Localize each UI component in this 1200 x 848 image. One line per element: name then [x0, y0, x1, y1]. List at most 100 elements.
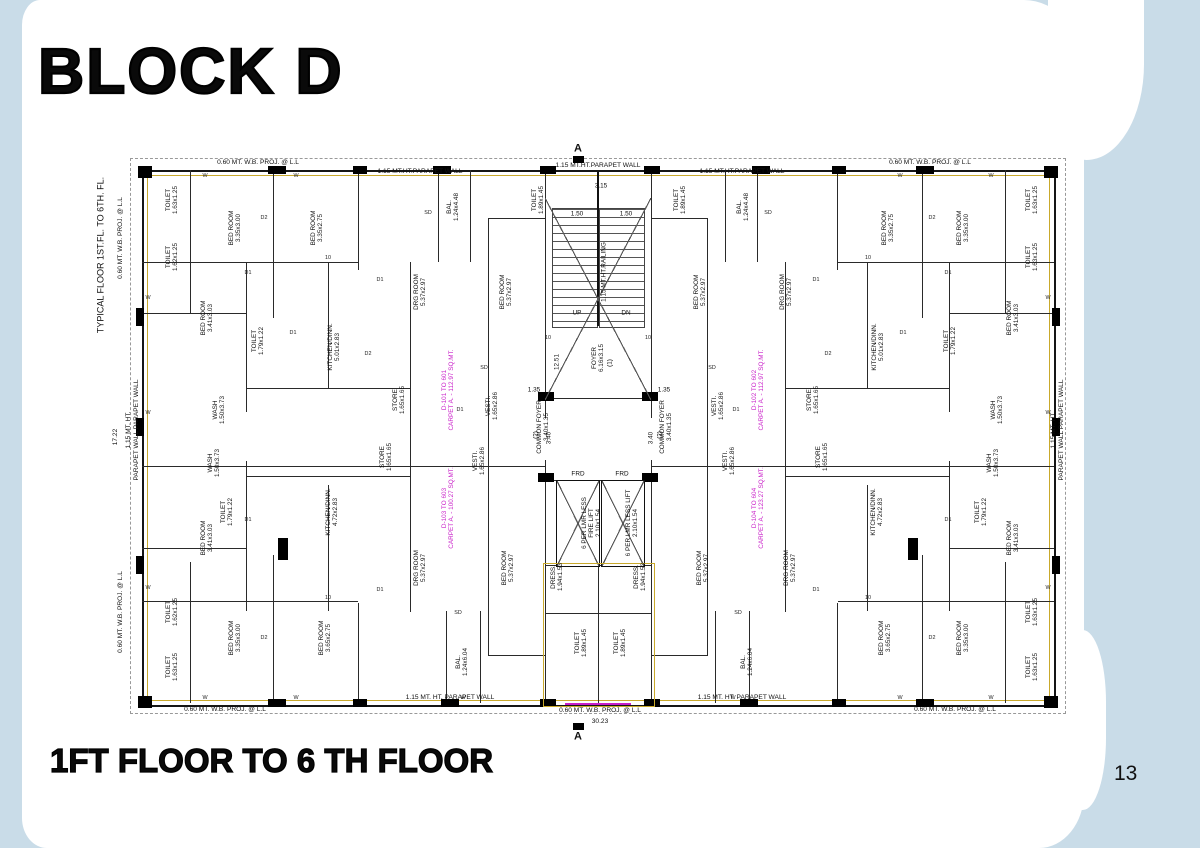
wall-segment — [749, 611, 750, 703]
wall-pier — [433, 166, 451, 174]
window-tag: W — [897, 695, 903, 701]
wall-segment — [651, 655, 708, 656]
window-tag: W — [897, 173, 903, 179]
window-tag: W — [1045, 585, 1051, 591]
wall-segment — [786, 388, 950, 389]
fire-lift-shaft — [556, 480, 600, 567]
window-tag: W — [1045, 295, 1051, 301]
wall-segment — [707, 218, 708, 655]
wall-pier — [136, 418, 144, 436]
dimension-boundary — [130, 158, 1066, 714]
wall-segment — [545, 480, 546, 703]
dim-label: 0.60 MT. W.B. PROJ. @ L.L — [117, 197, 125, 279]
window-tag: W — [988, 695, 994, 701]
door-tag: D1 — [244, 517, 252, 523]
wall-segment — [949, 461, 950, 611]
wall-pier — [136, 308, 144, 326]
door-tag: D1 — [944, 270, 952, 276]
door-tag: D1 — [812, 587, 820, 593]
door-tag: D2 — [364, 351, 372, 357]
overall-width-dim: 30.23 — [591, 718, 609, 726]
wall-segment — [246, 461, 247, 611]
wall-segment — [446, 611, 447, 703]
wall-segment — [651, 170, 652, 398]
dim-tag: 10 — [645, 335, 651, 341]
wall-pier — [1052, 556, 1060, 574]
dim-label: 1.35 — [657, 386, 671, 394]
wall-pier — [752, 166, 770, 174]
wall-pier — [832, 166, 846, 174]
wall-segment — [949, 262, 950, 412]
window-tag: W — [293, 173, 299, 179]
wall-pier — [644, 166, 660, 174]
paper-texture — [1048, 0, 1144, 160]
dim-label: 0.60 MT. W.B. PROJ. @ L.L — [559, 707, 641, 715]
door-tag: D2 — [928, 635, 936, 641]
dim-label: 3.15 — [594, 182, 608, 190]
wall-segment — [488, 655, 545, 656]
wall-segment — [273, 555, 274, 703]
walls-layer — [128, 158, 1068, 718]
door-tag: D1 — [732, 407, 740, 413]
wall-segment — [545, 398, 546, 418]
wall-segment — [725, 170, 726, 262]
wall-segment — [786, 476, 950, 477]
wall-segment — [867, 262, 868, 388]
wall-segment — [438, 170, 439, 262]
dim-tag: 10 — [865, 255, 871, 261]
wall-segment — [838, 601, 1054, 602]
wall-segment — [142, 601, 358, 602]
stair-direction-label: DN — [621, 309, 631, 317]
door-tag: D2 — [260, 215, 268, 221]
wall-segment — [410, 262, 411, 612]
wall-segment — [922, 170, 923, 318]
dim-label: 0.60 MT. W.B. PROJ. @ L.L — [914, 706, 996, 714]
wall-segment — [488, 218, 545, 219]
wall-pier — [268, 166, 286, 174]
door-tag: D1 — [289, 330, 297, 336]
door-tag: D1 — [376, 277, 384, 283]
wall-pier — [908, 538, 918, 560]
wall-segment — [837, 603, 838, 703]
door-tag: D1 — [376, 587, 384, 593]
section-mark — [573, 723, 584, 730]
wall-segment — [757, 170, 758, 262]
wall-segment — [190, 562, 191, 703]
wall-segment — [545, 460, 546, 480]
dim-label: 1.15 MT.HT.PARAPET WALL — [377, 168, 463, 176]
dim-label: 0.60 MT. W.B. PROJ. @ L.L — [217, 159, 299, 167]
wall-segment — [651, 398, 652, 418]
wall-pier — [353, 166, 367, 174]
door-tag: D1 — [244, 270, 252, 276]
wall-pier — [353, 699, 367, 707]
wall-segment — [785, 262, 786, 612]
wall-segment — [950, 313, 1054, 314]
wall-segment — [142, 313, 246, 314]
door-tag: D2 — [824, 351, 832, 357]
dim-label: 0.60 MT. W.B. PROJ. @ L.L — [184, 706, 266, 714]
wall-segment — [273, 170, 274, 318]
wall-segment — [651, 466, 1054, 467]
block-title: BLOCK D — [37, 34, 344, 108]
magenta-marker-line — [565, 703, 631, 705]
wall-segment — [867, 485, 868, 611]
drawing-title-side: TYPICAL FLOOR 1ST.FL. TO 6TH. FL. — [95, 176, 106, 334]
wall-segment — [190, 170, 191, 313]
wall-segment — [246, 388, 410, 389]
wall-segment — [480, 611, 481, 703]
wall-segment — [358, 603, 359, 703]
dim-label: 1.15 MT.HT.PARAPET WALL — [555, 162, 641, 170]
wall-segment — [246, 262, 247, 412]
wall-segment — [358, 170, 359, 270]
wall-pier — [540, 166, 556, 174]
floor-range-title: 1FT FLOOR TO 6 TH FLOOR — [49, 741, 494, 779]
wall-segment — [328, 262, 329, 388]
wall-pier — [540, 699, 556, 707]
sliding-door-tag: SD — [454, 610, 462, 616]
window-tag: W — [202, 695, 208, 701]
door-tag: D1 — [812, 277, 820, 283]
dim-label: 1.15 MT. HT. PARAPET WALL — [405, 694, 495, 702]
